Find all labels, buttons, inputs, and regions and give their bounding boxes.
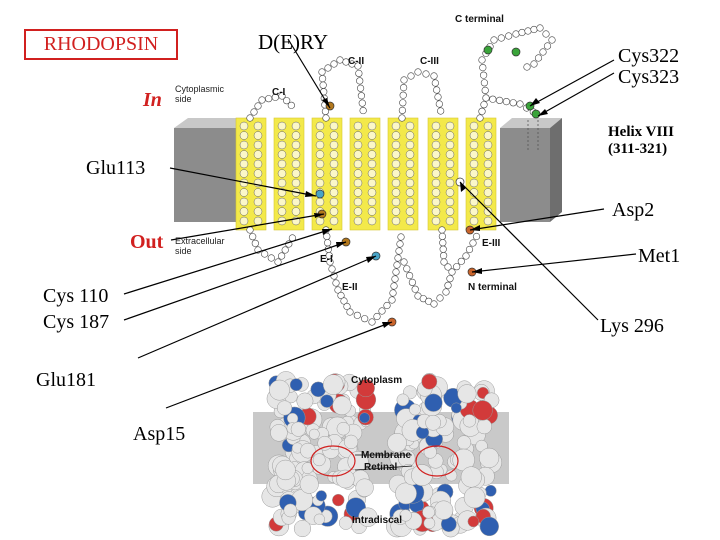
membrane-slab-right [500, 118, 562, 222]
transmembrane-helices [235, 117, 497, 231]
membrane-label: Membrane [361, 450, 411, 461]
loop-c1 [246, 92, 295, 122]
cys323-label: Cys323 [618, 66, 680, 88]
highlighted-residue [531, 109, 541, 119]
cys110-label: Cys 110 [43, 285, 109, 307]
lys296-label: Lys 296 [600, 315, 664, 337]
retinal-marker-right [415, 445, 459, 477]
intradiscal-label: Intradiscal [352, 515, 402, 526]
c-terminal-label: C terminal [455, 14, 504, 25]
asp15-label: Asp15 [133, 423, 186, 445]
title-box: RHODOPSIN [24, 29, 178, 60]
glu181-label: Glu181 [36, 369, 96, 391]
inside-label: In [143, 89, 162, 111]
asp2-label: Asp2 [612, 199, 655, 221]
retinal-marker-left [310, 445, 356, 477]
pointer-lines [123, 38, 637, 409]
loop-label-e3: E-III [482, 238, 501, 249]
loop-e3 [438, 226, 481, 276]
loop-c2 [318, 56, 367, 122]
glu113-label: Glu113 [86, 157, 146, 179]
extracellular-label-1: Extracellular [175, 236, 225, 246]
loop-c3 [398, 68, 445, 122]
cytoplasmic-label-1: Cytoplasmic [175, 84, 225, 94]
rhodopsin-monomer-surface [386, 372, 503, 538]
loop-label-e1: E-I [320, 254, 333, 265]
highlighted-residue [483, 45, 493, 55]
cys187-label: Cys 187 [43, 311, 110, 333]
outside-label: Out [130, 231, 164, 253]
highlighted-residue [511, 47, 521, 57]
protein-surface-structure: Cytoplasm Membrane Retinal Intradiscal [253, 371, 509, 538]
cytoplasm-label: Cytoplasm [351, 375, 402, 386]
c-terminal-tail [478, 24, 556, 102]
pointer-arrowheads [305, 98, 548, 328]
cys322-label: Cys322 [618, 45, 680, 67]
loop-e2 [322, 226, 405, 326]
loop-label-c2: C-II [348, 56, 364, 67]
loop-e1 [246, 226, 297, 266]
residue-chains [246, 24, 556, 327]
cytoplasmic-label-2: side [175, 94, 192, 104]
highlighted-residue [315, 189, 325, 199]
loop-label-e2: E-II [342, 282, 358, 293]
loop-label-c1: C-I [272, 87, 286, 98]
retinal-label: Retinal [364, 462, 398, 473]
extracellular-label-2: side [175, 246, 192, 256]
rhodopsin-monomer-surface [261, 371, 378, 538]
n-terminal-label: N terminal [468, 282, 517, 293]
motif-label: D(E)RY [258, 30, 328, 54]
n-terminal-tail [400, 258, 454, 308]
helix-viii-label: Helix VIII [608, 124, 674, 140]
met1-label: Met1 [638, 245, 681, 267]
helix-viii-guides [527, 120, 539, 150]
loop-label-c3: C-III [420, 56, 439, 67]
title: RHODOPSIN [43, 33, 159, 55]
helix-viii-range: (311-321) [608, 141, 668, 157]
